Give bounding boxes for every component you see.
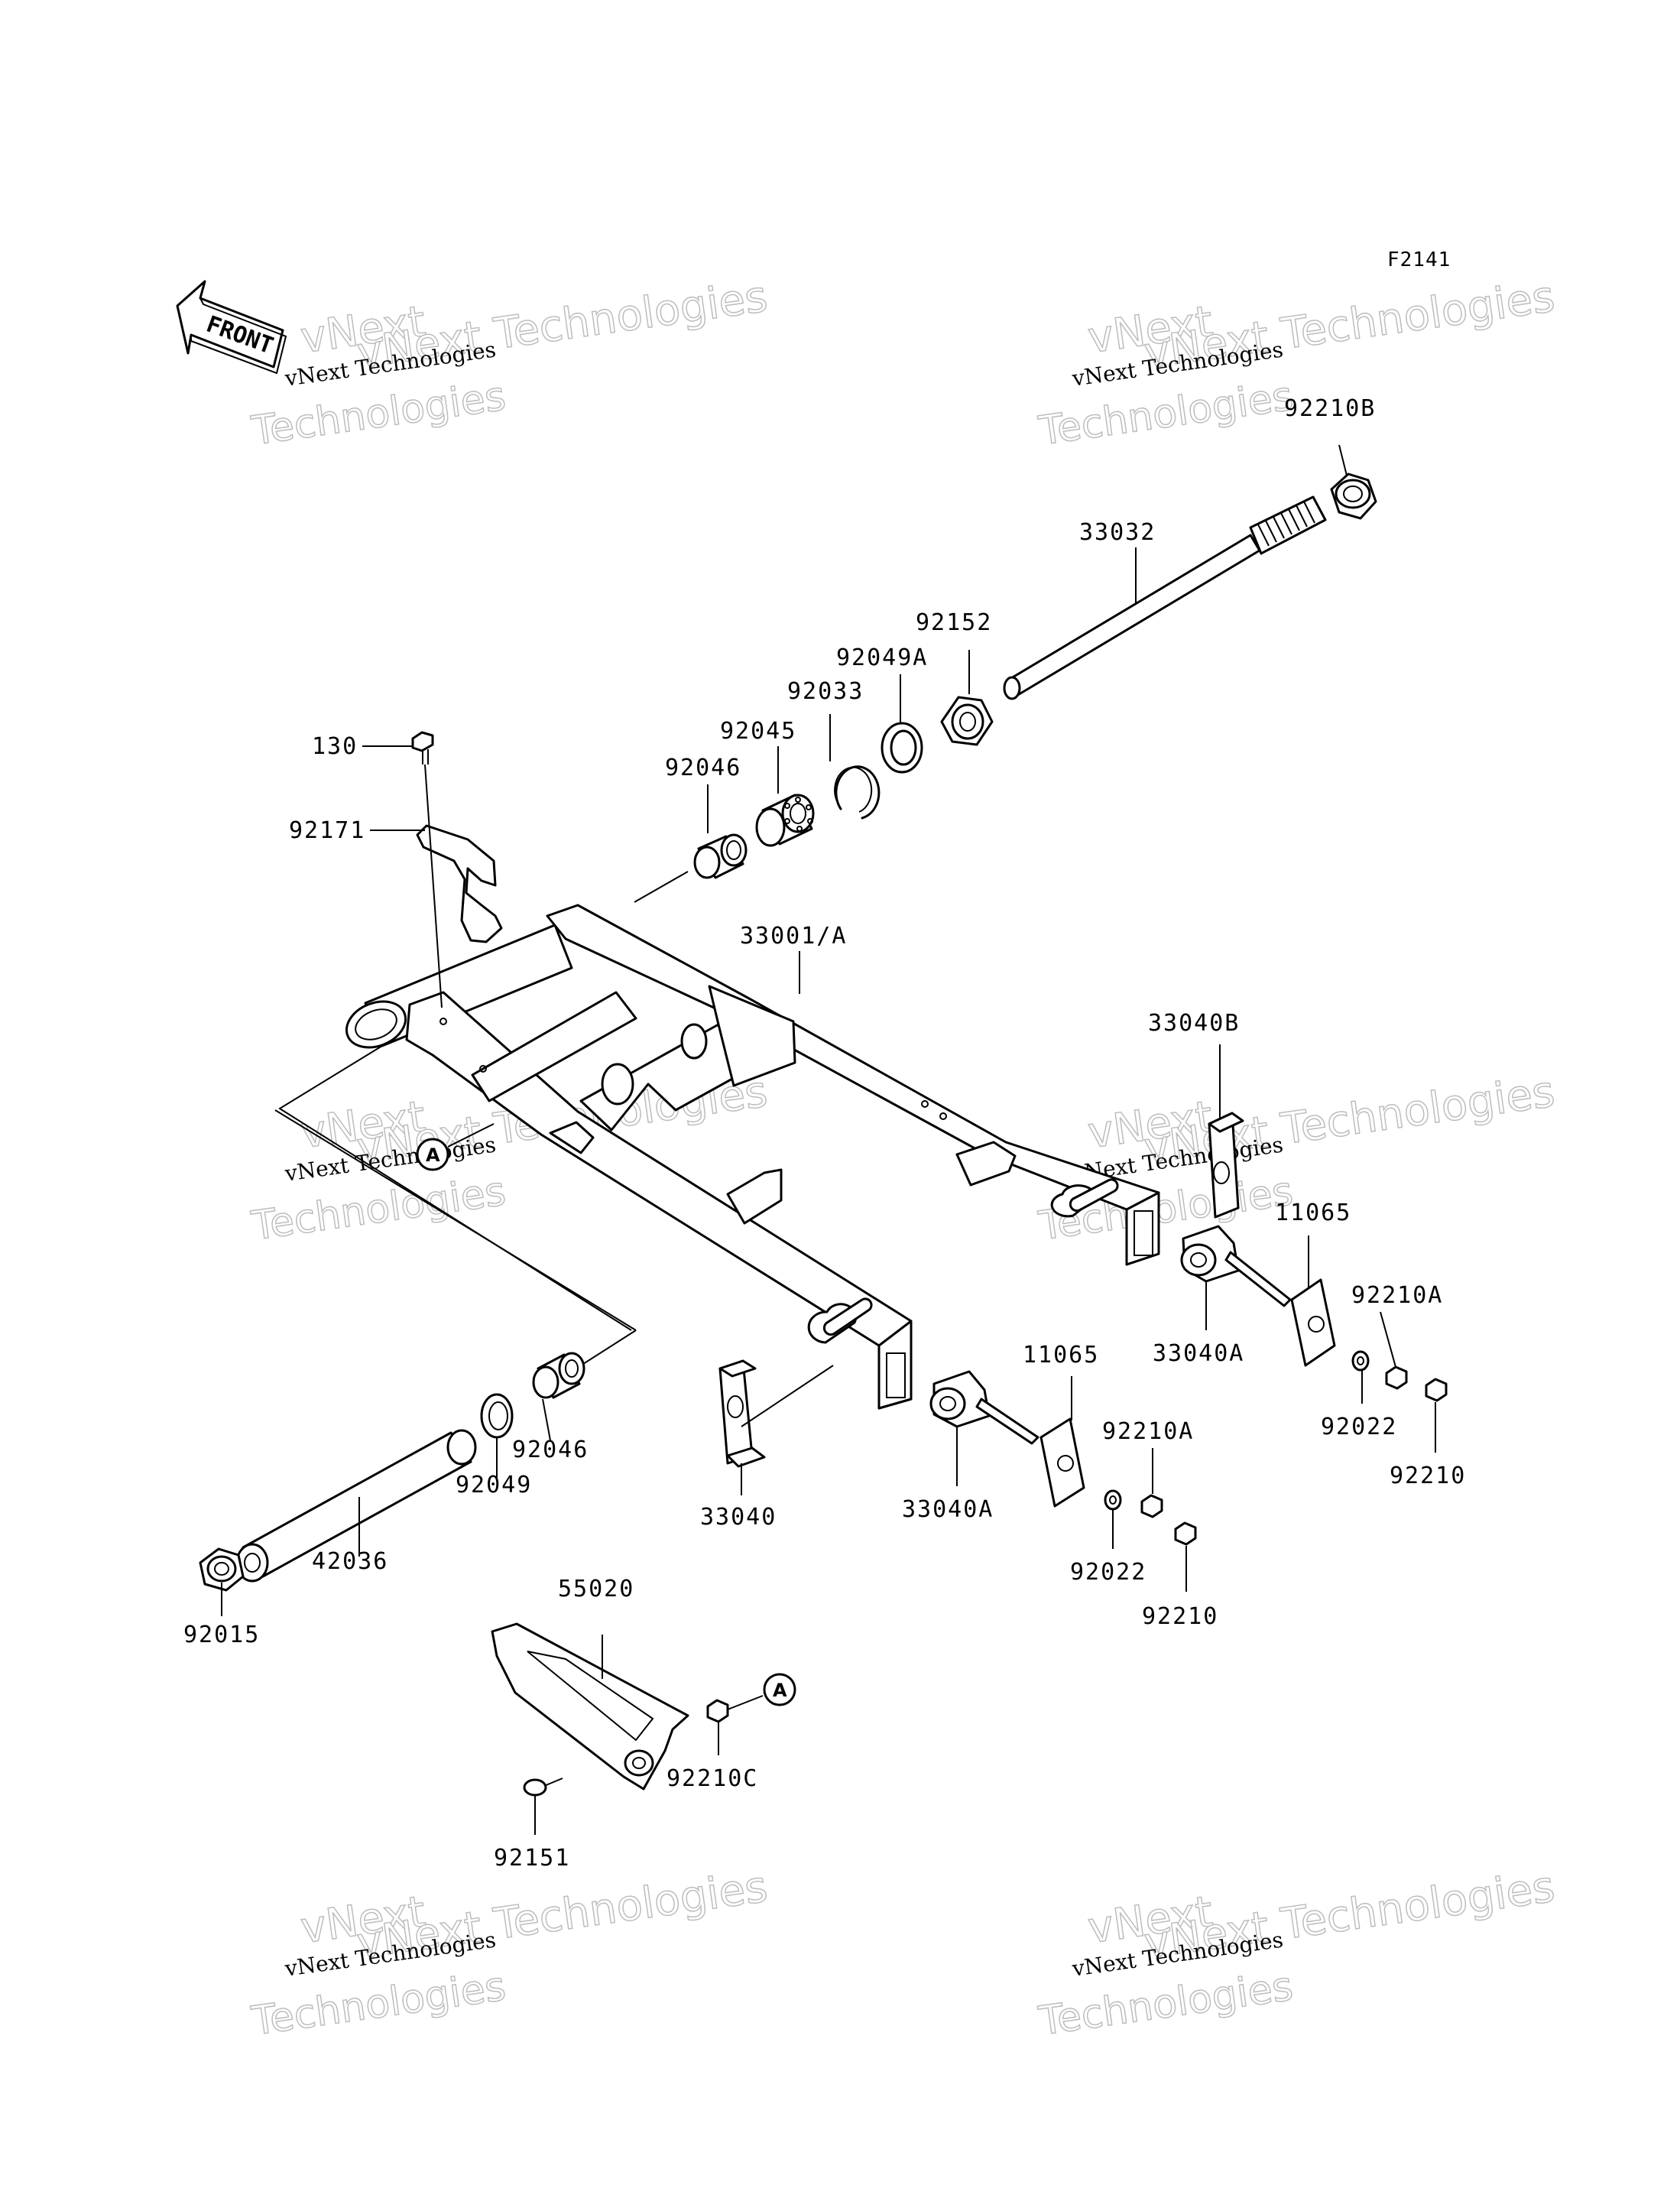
label-33040: 33040 (700, 1504, 777, 1531)
label-leaders (221, 444, 1436, 1835)
washer-92022-mid (1104, 1489, 1122, 1511)
label-92210a-right: 92210A (1351, 1282, 1443, 1309)
guide-leader (727, 1695, 764, 1710)
pivot-shaft-42036 (235, 1429, 477, 1583)
plate-11065-mid (1039, 1417, 1085, 1508)
reference-marker-a-top: A (416, 1123, 495, 1171)
bearing-92045 (755, 794, 815, 847)
label-92046-top: 92046 (665, 755, 741, 781)
screw-92151 (523, 1778, 563, 1797)
circlip-92033 (834, 765, 881, 820)
collar-92152 (940, 696, 994, 746)
bolt-130 (411, 731, 434, 765)
swingarm-33001a (345, 904, 1160, 1410)
label-130: 130 (312, 733, 358, 760)
needle-bearing-92046-top (693, 833, 748, 879)
chain-adjuster-33040b (1208, 1112, 1244, 1219)
reference-marker-a-bottom: A (763, 1673, 796, 1706)
label-92210b: 92210B (1284, 395, 1376, 422)
label-92210c: 92210C (666, 1765, 758, 1792)
label-92033: 92033 (787, 678, 864, 705)
label-92049: 92049 (456, 1472, 532, 1498)
label-92046-bottom: 92046 (512, 1437, 589, 1463)
figure-id: F2141 (1387, 248, 1451, 271)
label-92210a-mid: 92210A (1102, 1418, 1194, 1445)
pivot-leader-3 (580, 1330, 637, 1366)
label-92022-mid: 92022 (1070, 1559, 1146, 1586)
label-92152: 92152 (916, 609, 992, 636)
needle-bearing-92046-bottom (532, 1352, 585, 1399)
hose-clamp-92171 (416, 824, 503, 943)
label-11065-right: 11065 (1275, 1200, 1351, 1226)
axle-nut-92210b (1330, 472, 1377, 520)
washer-92049 (480, 1393, 514, 1439)
bearing-leader (634, 871, 689, 903)
label-33040a-right: 33040A (1153, 1340, 1244, 1367)
label-55020: 55020 (558, 1576, 634, 1602)
nut-92210a-mid (1140, 1494, 1163, 1518)
watermark-top-left: vNext vNext Technologies vNext Technolog… (248, 271, 770, 455)
label-92015: 92015 (183, 1622, 260, 1648)
nut-92015 (199, 1547, 245, 1592)
svg-text:A: A (773, 1680, 787, 1701)
label-92171: 92171 (289, 817, 365, 844)
chain-adjuster-33040 (718, 1359, 766, 1468)
washer-92022-right (1351, 1350, 1370, 1372)
label-92151: 92151 (494, 1845, 570, 1872)
svg-text:A: A (426, 1144, 440, 1166)
washer-92049a (881, 722, 923, 774)
collar-92210c (706, 1699, 729, 1723)
nut-92210a-right (1385, 1365, 1408, 1390)
label-92049a: 92049A (836, 644, 928, 671)
rear-axle-33032 (1003, 495, 1327, 700)
adjuster-leader (741, 1365, 834, 1427)
label-92022-right: 92022 (1321, 1414, 1397, 1440)
label-92045: 92045 (720, 718, 796, 745)
adjuster-block-33040a-right (1180, 1225, 1292, 1307)
front-arrow-icon: FRONT (176, 280, 287, 375)
pivot-leader-2 (274, 1109, 637, 1331)
label-92210-mid: 92210 (1142, 1603, 1218, 1630)
label-92210-right: 92210 (1390, 1463, 1466, 1489)
nut-92210-mid (1174, 1521, 1197, 1546)
label-42036: 42036 (312, 1548, 388, 1575)
watermark-top-right: vNext vNext Technologies vNext Technolog… (1035, 271, 1558, 455)
chain-guide-55020 (491, 1622, 689, 1791)
label-33032: 33032 (1079, 519, 1156, 546)
watermark-bottom-right: vNext vNext Technologies vNext Technolog… (1035, 1862, 1558, 2045)
label-33001a: 33001/A (740, 923, 847, 950)
label-33040b: 33040B (1148, 1010, 1240, 1037)
plate-11065-right (1290, 1278, 1336, 1367)
adjuster-block-33040a-mid (929, 1370, 1039, 1445)
nut-92210-right (1425, 1378, 1448, 1402)
label-11065-mid: 11065 (1023, 1342, 1099, 1368)
label-33040a-mid: 33040A (902, 1496, 994, 1523)
